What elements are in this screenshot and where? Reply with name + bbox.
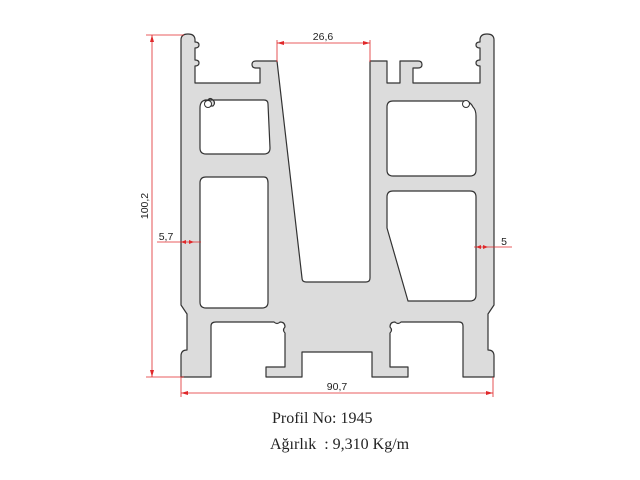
notch-icon	[204, 100, 212, 108]
dimension-right-wall: 5	[501, 236, 507, 248]
dimension-arrows	[150, 35, 493, 395]
dimension-opening-width: 26,6	[313, 31, 334, 43]
aluminium-profile-section	[180, 33, 495, 378]
weight-row: Ağırlık : 9,310 Kg/m	[270, 436, 409, 454]
dimension-height: 100,2	[139, 193, 151, 219]
notch-icon	[462, 100, 470, 108]
dimension-total-width: 90,7	[327, 381, 348, 393]
dimension-lines	[146, 34, 512, 397]
weight-label: Ağırlık	[270, 436, 317, 453]
profile-number: Profil No: 1945	[272, 410, 373, 427]
weight-value: : 9,310 Kg/m	[316, 436, 410, 453]
dimension-left-wall: 5,7	[159, 231, 174, 243]
